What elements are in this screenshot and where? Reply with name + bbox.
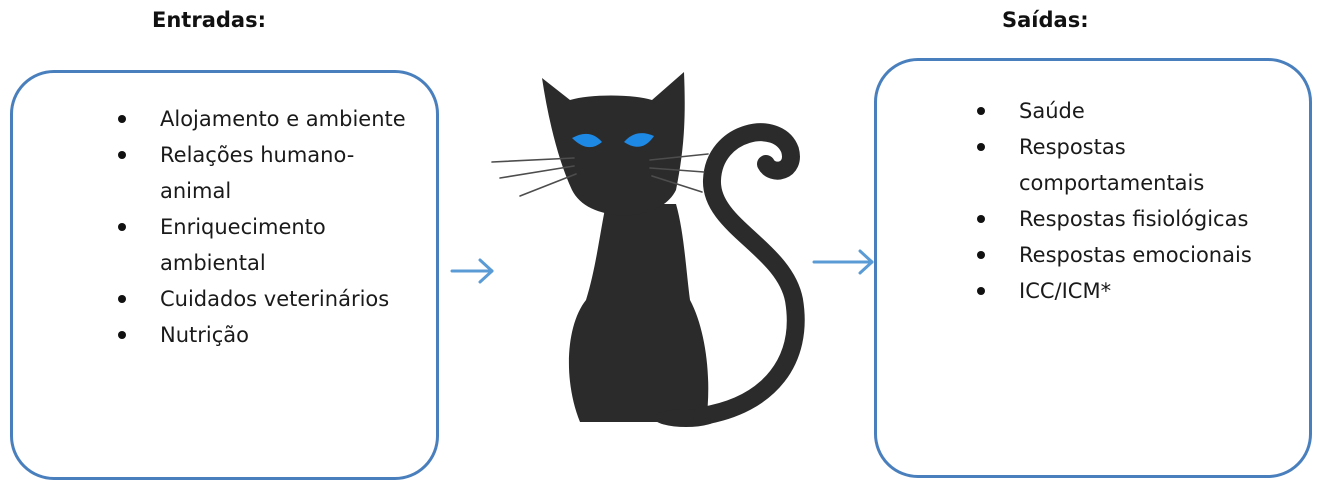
black-cat-icon bbox=[492, 72, 796, 427]
input-arrow-icon bbox=[452, 260, 492, 282]
output-arrow-icon bbox=[814, 251, 872, 273]
